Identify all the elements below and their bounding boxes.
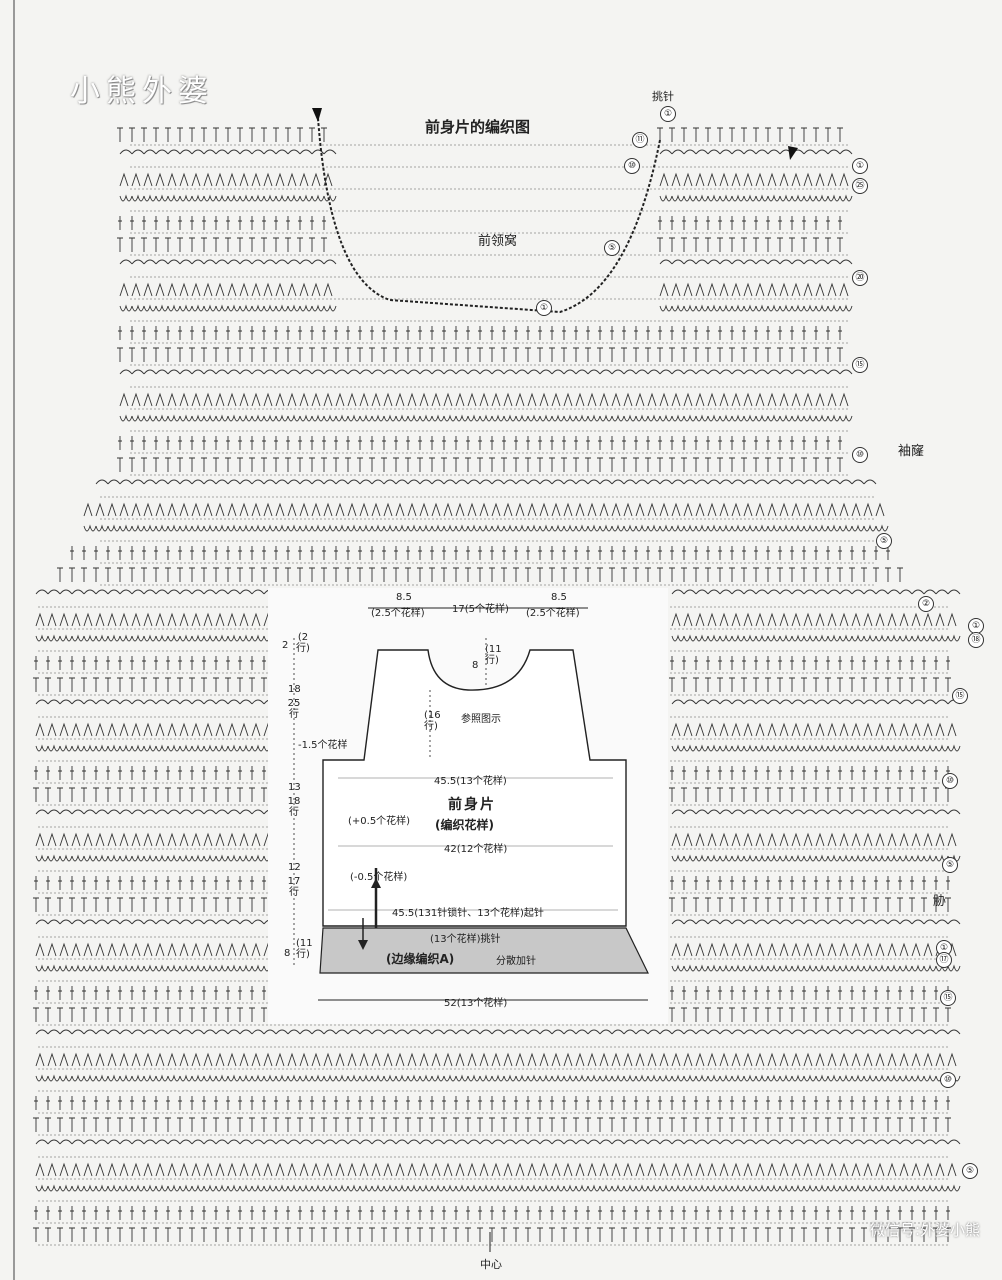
minus-half: (-0.5个花样): [350, 872, 408, 883]
left-8: 8: [284, 948, 291, 959]
piece-name: 前身片: [448, 797, 496, 813]
watermark-text: 小熊外婆: [70, 74, 214, 109]
row-marker-4: ⑩: [852, 447, 868, 463]
top-right-width: 8.5: [551, 592, 567, 603]
top-left-pattern: (2.5个花样): [371, 608, 425, 619]
neck-edge: [317, 117, 661, 314]
left-minus15: -1.5个花样: [298, 740, 348, 751]
neck-marker-left: [312, 108, 322, 122]
left-17-rows: 17行: [287, 876, 301, 898]
neck-marker-right: [788, 146, 798, 160]
left-18-rows: 18行: [287, 796, 301, 818]
left-25-rows: 25行: [287, 698, 301, 720]
cast-on-note: 45.5(131针锁针、13个花样)起针: [392, 908, 544, 919]
row-marker-15: ⑩: [940, 1072, 956, 1088]
row-marker-14: ⑮: [940, 990, 956, 1006]
row-marker-9: ⑮: [952, 688, 968, 704]
top-mid-width: 17(5个花样): [452, 604, 509, 615]
row-marker-8: ⑱: [968, 632, 984, 648]
neck-row-marker-0: ①: [660, 106, 676, 122]
side-label: 胁: [933, 894, 947, 909]
left-13: 13: [288, 782, 301, 793]
row-marker-6: ②: [918, 596, 934, 612]
row-marker-11: ⑤: [942, 857, 958, 873]
left-2: 2: [282, 640, 289, 651]
width-52: 52(13个花样): [444, 998, 508, 1009]
neck-row-marker-2: ⑩: [624, 158, 640, 174]
left-11-rows: (11行): [296, 938, 313, 960]
row-marker-10: ⑩: [942, 773, 958, 789]
width-45-5: 45.5(13个花样): [434, 776, 507, 787]
top-left-width: 8.5: [396, 592, 412, 603]
left-18: 18: [288, 684, 301, 695]
neck-row-marker-3: ⑤: [604, 240, 620, 256]
left-2-rows: (2行): [296, 632, 310, 654]
row-marker-5: ⑤: [876, 533, 892, 549]
increase-note: 分散加针: [496, 956, 536, 967]
reference-note: 参照图示: [461, 714, 501, 725]
neck-row-marker-4: ①: [536, 300, 552, 316]
left-12: 12: [288, 862, 301, 873]
row-marker-16: ⑤: [962, 1163, 978, 1179]
neck-label: 前领窝: [478, 234, 518, 249]
schematic-panel: 8.5 (2.5个花样) 17(5个花样) 8.5 (2.5个花样) 8 (11…: [268, 588, 668, 1024]
plus-half: (+0.5个花样): [348, 816, 411, 827]
schematic-outline: [293, 607, 649, 1001]
armhole-rows: (16行): [424, 710, 441, 732]
row-marker-1: ㉕: [852, 178, 868, 194]
row-marker-3: ⑮: [852, 357, 868, 373]
top-right-pattern: (2.5个花样): [526, 608, 580, 619]
neck-row-marker-1: ⑪: [632, 132, 648, 148]
neck-rows: (11行): [485, 644, 502, 666]
center-label: 中心: [480, 1258, 502, 1271]
row-marker-0: ①: [852, 158, 868, 174]
row-marker-2: ⑳: [852, 270, 868, 286]
footer-watermark: 微信号:外婆小熊: [869, 1221, 980, 1239]
row-marker-13: ⑰: [936, 952, 952, 968]
armhole-label: 袖窿: [898, 444, 925, 459]
chart-title: 前身片的编织图: [425, 118, 531, 136]
pattern-name: (编织花样): [435, 818, 494, 832]
neck-height: 8: [472, 660, 479, 671]
pick-up-note: (13个花样)挑针: [430, 934, 501, 945]
width-42: 42(12个花样): [444, 844, 508, 855]
pickup-label: 挑针: [652, 90, 674, 103]
edge-name: (边缘编织A): [386, 952, 455, 966]
